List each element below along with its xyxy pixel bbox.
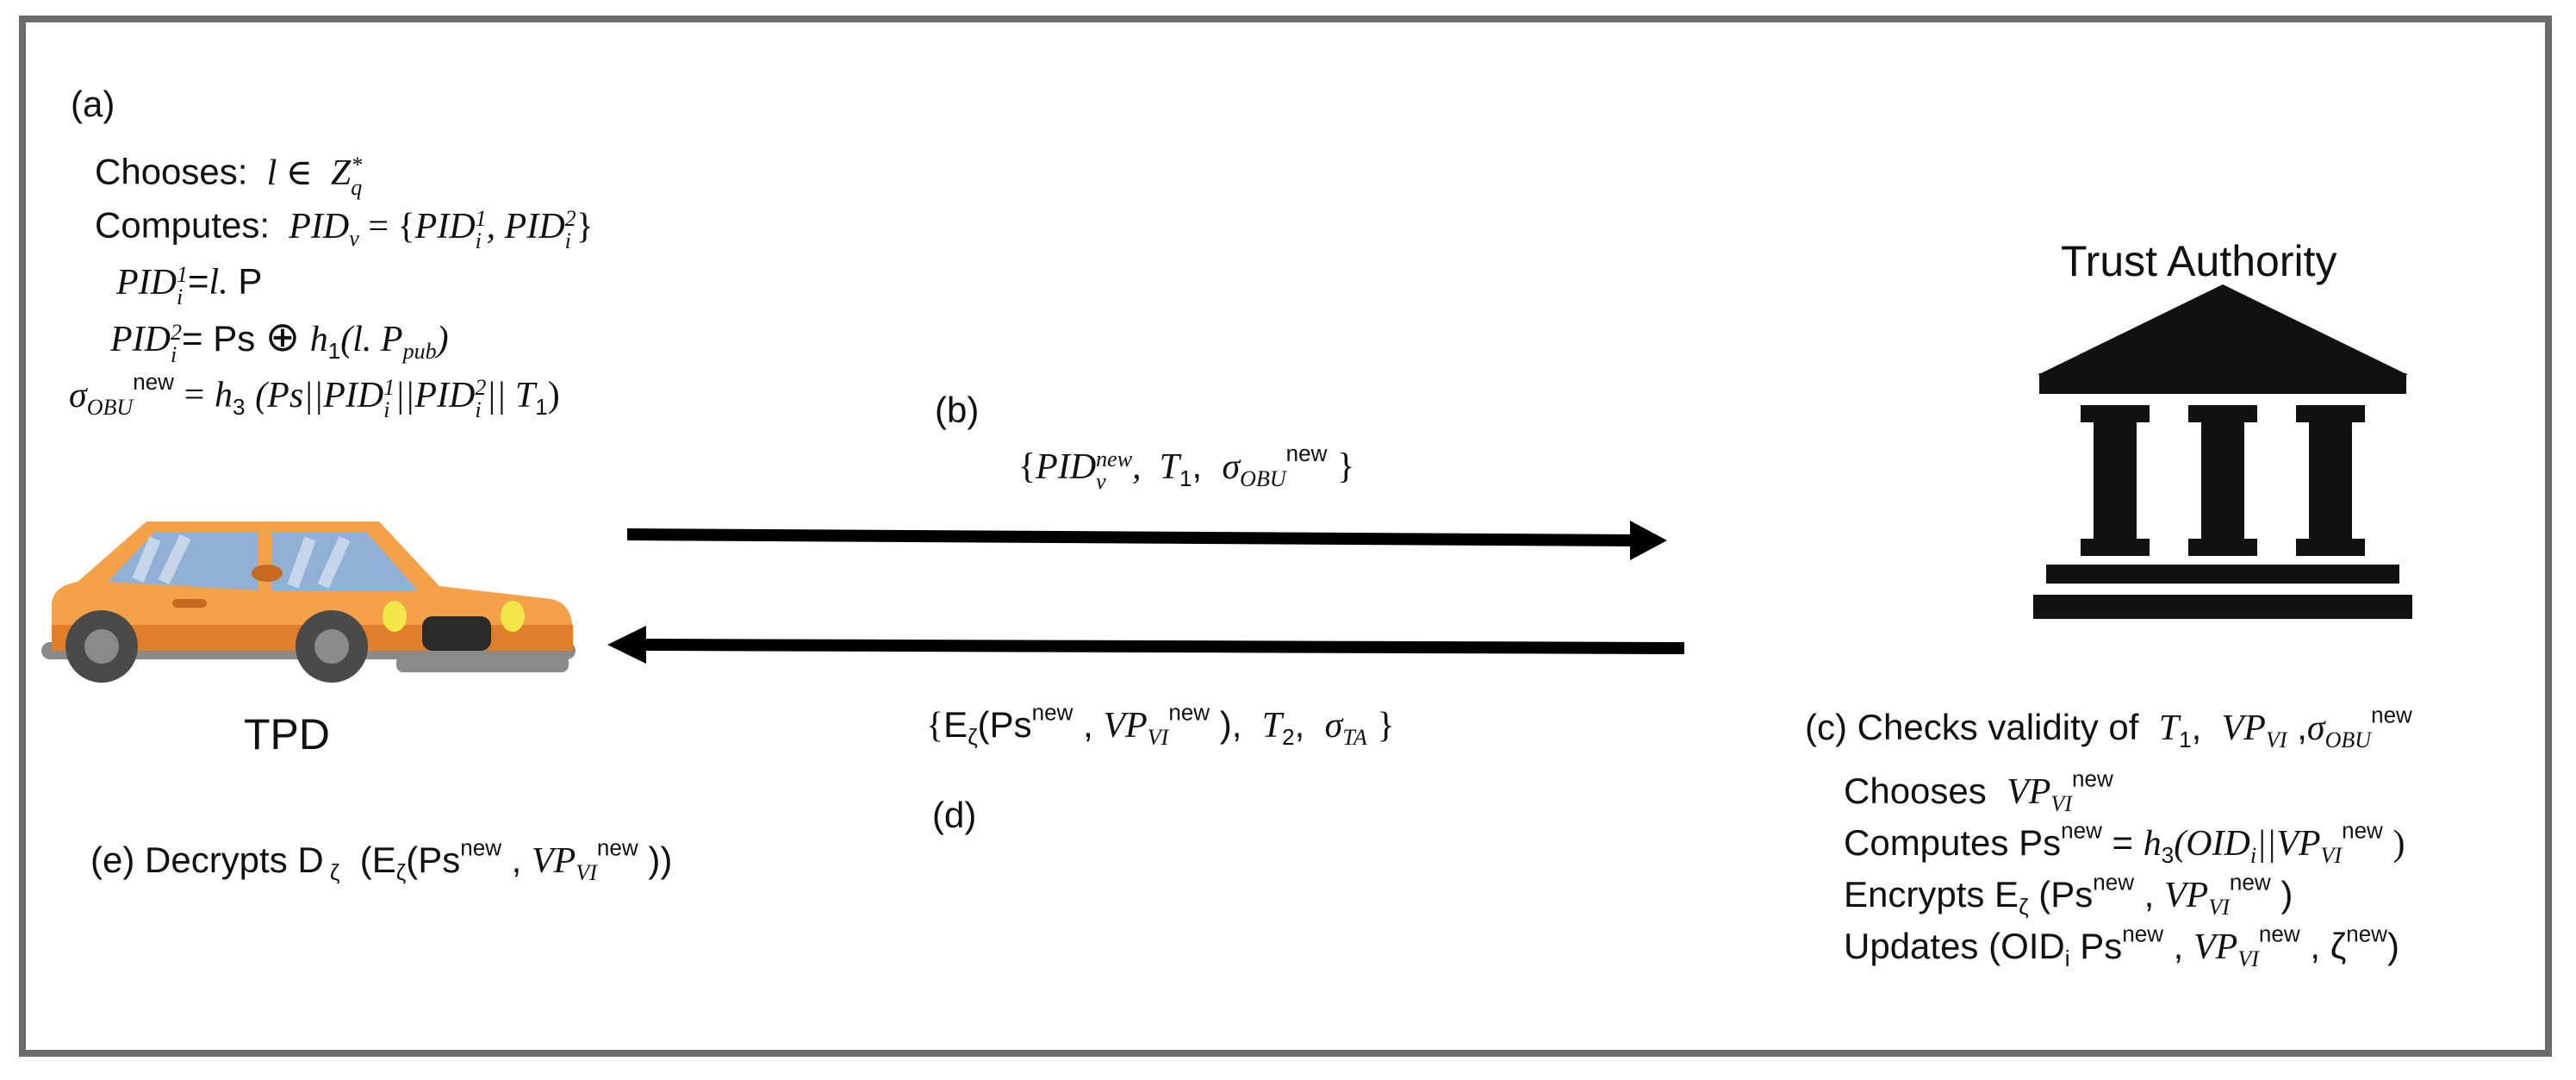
authority-label: Trust Authority — [2061, 237, 2337, 285]
panel-c-computes-line: Computes Psnew = h3(OIDi||VPVInew ) — [1844, 817, 2405, 869]
panel-e-decrypts-line: (e) Decrypts D ζ (Eζ(Psnew , VPVInew )) — [90, 834, 673, 886]
panel-c-updates-line: Updates (OIDi Psnew , VPVInew , ζnew) — [1844, 921, 2399, 972]
vehicle-label: TPD — [244, 710, 330, 758]
panel-c-chooses-line: Chooses VPVInew — [1844, 765, 2113, 817]
panel-c-checks-line: (c) Checks validity of T1, VPVI ,σOBUnew — [1805, 702, 2412, 753]
panel-d-label: (d) — [932, 795, 977, 835]
arrow-to-vehicle-head — [607, 626, 646, 664]
computes-label: Computes: — [95, 204, 271, 246]
panel-d-message: {Eζ(Psnew , VPVInew ), T2, σTA } — [926, 699, 1395, 751]
panel-b-label: (b) — [935, 390, 980, 430]
bank-building-icon — [2033, 284, 2412, 619]
figure-frame — [19, 16, 2552, 1057]
chooses-expression: l ∈ Z*q — [258, 153, 363, 201]
arrow-to-vehicle — [641, 639, 1685, 654]
chooses-label: Chooses: — [95, 151, 248, 192]
arrow-to-authority-head — [1630, 521, 1667, 560]
panel-a-chooses-line: Chooses: l ∈ Z*q — [95, 151, 363, 201]
car-icon — [41, 521, 576, 683]
panel-c-encrypts-line: Encrypts Eζ (Psnew , VPVInew ) — [1844, 869, 2293, 921]
panel-a-label: (a) — [71, 84, 115, 124]
arrow-to-authority — [626, 528, 1638, 546]
